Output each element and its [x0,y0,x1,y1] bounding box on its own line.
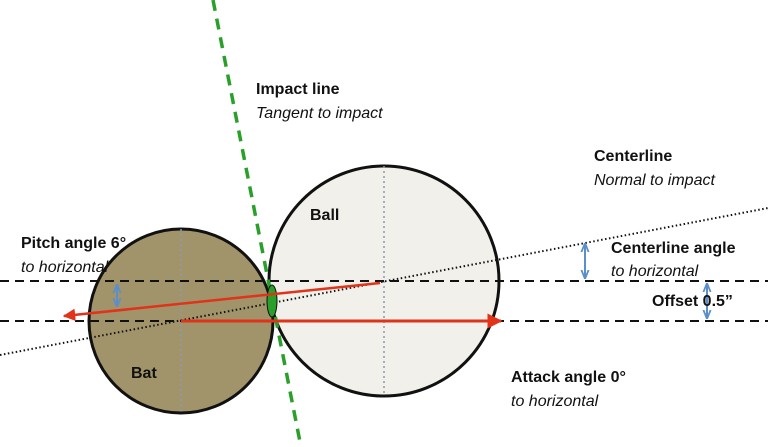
offset-label: Offset 0.5” [652,293,733,310]
attack-angle-label: Attack angle 0° [511,369,626,386]
centerline-sublabel: Normal to impact [594,172,715,189]
pitch-velocity-arrow [62,281,381,322]
pitch-angle-sublabel: to horizontal [21,259,109,276]
bat-label: Bat [131,365,157,382]
attack-angle-sublabel: to horizontal [511,393,599,410]
pitch-angle-label: Pitch angle 6° [21,235,126,252]
centerline-angle-sublabel: to horizontal [611,263,699,280]
centerline-angle-label: Centerline angle [611,240,736,257]
impact-line-label: Impact line [256,81,340,98]
ball-label: Ball [310,207,339,224]
impact-line-sublabel: Tangent to impact [256,105,383,122]
centerline-label: Centerline [594,148,672,165]
contact-point [266,284,278,318]
